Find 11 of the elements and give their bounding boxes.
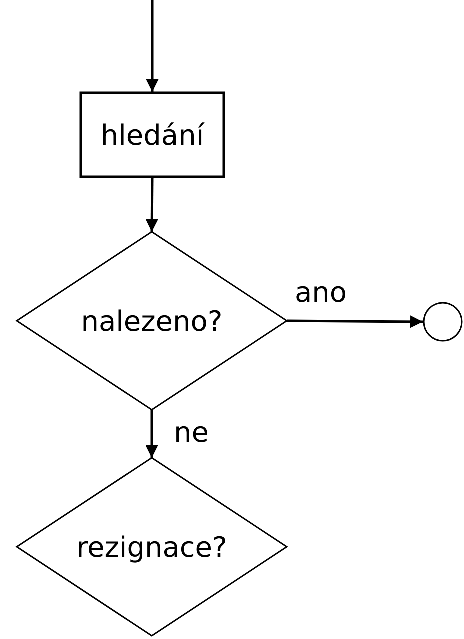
node-label: rezignace? [76,530,228,564]
node-label: hledání [100,118,204,152]
process-box [80,92,225,178]
arrow [146,0,159,92]
decision-diamond [17,458,287,636]
arrow [287,316,423,328]
node-label: nalezeno? [81,304,223,338]
arrow [146,410,158,458]
connector-circle [423,302,463,342]
decision-diamond [17,232,287,410]
arrow [146,178,158,232]
